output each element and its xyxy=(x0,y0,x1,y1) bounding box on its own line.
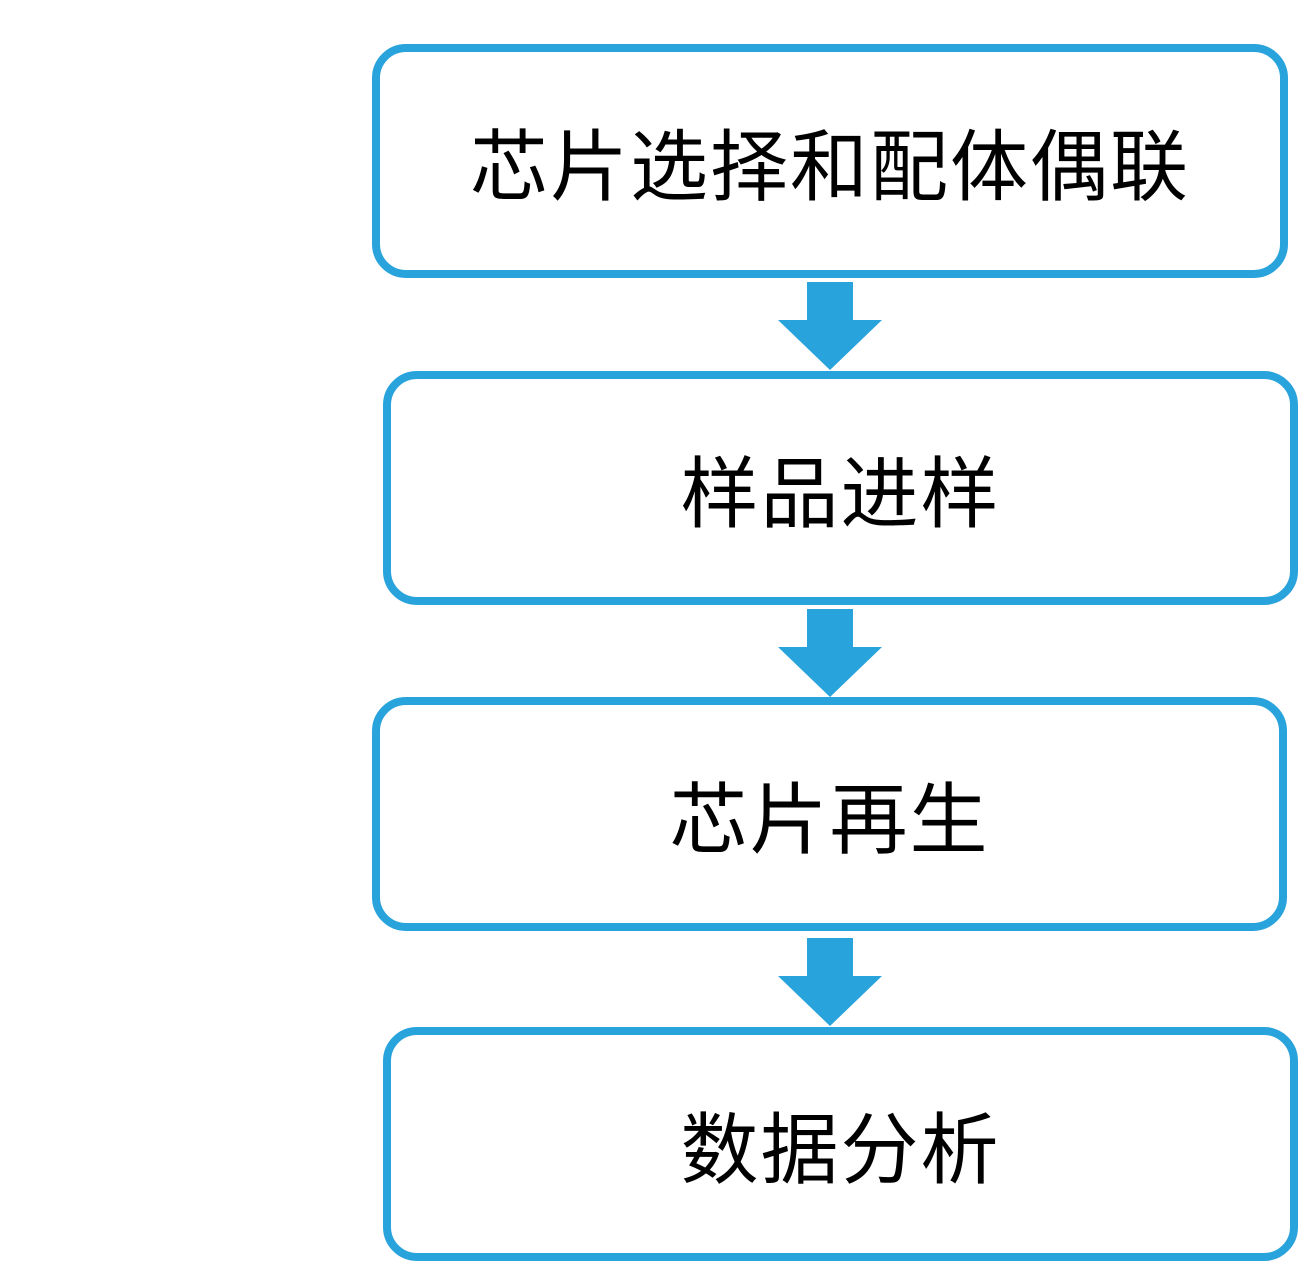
step-box-sample-injection: 样品进样 xyxy=(383,371,1298,605)
step-label: 数据分析 xyxy=(680,1106,1001,1196)
step-label: 芯片再生 xyxy=(669,776,990,866)
step-label: 芯片选择和配体偶联 xyxy=(469,123,1190,213)
down-arrow-icon xyxy=(778,609,882,697)
step-box-data-analysis: 数据分析 xyxy=(383,1027,1298,1261)
down-arrow-icon xyxy=(778,282,882,370)
step-box-ligand-coupling: 芯片选择和配体偶联 xyxy=(372,44,1288,278)
down-arrow-icon xyxy=(778,938,882,1026)
step-label: 样品进样 xyxy=(680,450,1001,540)
step-box-chip-regeneration: 芯片再生 xyxy=(372,697,1287,931)
